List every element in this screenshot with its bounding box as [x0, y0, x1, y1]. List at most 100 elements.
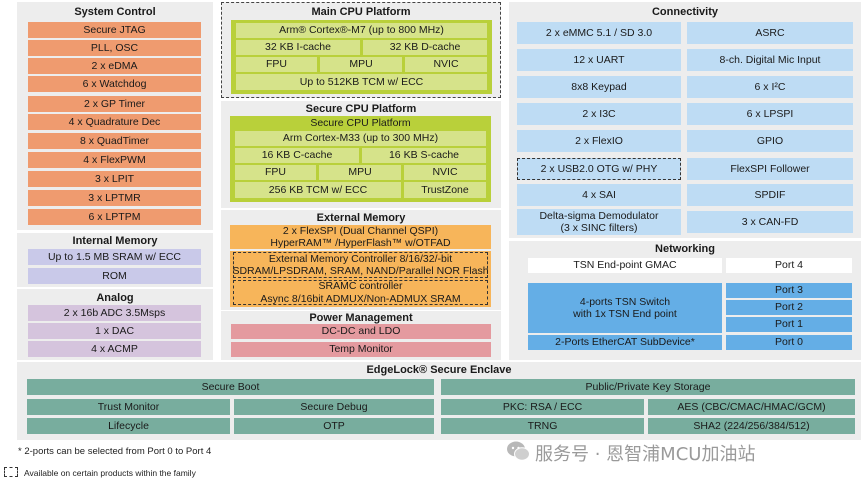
legend-note: Available on certain products within the…: [24, 468, 196, 478]
block-can-fd: 3 x CAN-FD: [687, 211, 853, 233]
secure-cpu-header: Secure CPU Platform: [310, 116, 411, 129]
block-i3c: 2 x I3C: [517, 103, 681, 125]
block-adc: 2 x 16b ADC 3.5Msps: [28, 305, 201, 321]
block-acmp: 4 x ACMP: [28, 341, 201, 357]
block-i2c: 6 x I²C: [687, 76, 853, 98]
analog-title: Analog: [96, 292, 134, 304]
block-gpio: GPIO: [687, 130, 853, 152]
block-trustzone: TrustZone: [404, 182, 486, 198]
block-lpit: 3 x LPIT: [28, 171, 201, 187]
power-management-title: Power Management: [309, 312, 413, 324]
sramc-line-1: SRAMC controller: [318, 280, 403, 293]
block-flexpwm: 4 x FlexPWM: [28, 152, 201, 168]
edgelock-panel: EdgeLock® Secure Enclave Secure Boot Pub…: [17, 362, 861, 440]
block-fpu-m33: FPU: [235, 165, 316, 180]
watermark: 服务号 · 恩智浦MCU加油站: [535, 444, 756, 465]
block-trust-monitor: Trust Monitor: [27, 399, 230, 415]
block-sram: Up to 1.5 MB SRAM w/ ECC: [28, 249, 201, 265]
block-icache: 32 KB I-cache: [236, 40, 360, 55]
emc-line-1: External Memory Controller 8/16/32/-bit: [268, 252, 453, 265]
networking-panel: Networking TSN End-point GMAC Port 4 4-p…: [509, 241, 861, 360]
block-usb-otg: 2 x USB2.0 OTG w/ PHY: [517, 158, 681, 180]
block-dac: 1 x DAC: [28, 323, 201, 339]
block-pll-osc: PLL, OSC: [28, 40, 201, 56]
tsn-switch-line-1: 4-ports TSN Switch: [579, 295, 671, 308]
block-cortex-m33: Arm Cortex-M33 (up to 300 MHz): [235, 131, 486, 146]
external-memory-panel: External Memory 2 x FlexSPI (Dual Channe…: [221, 210, 501, 310]
block-mpu-m33: MPU: [319, 165, 401, 180]
block-edma: 2 x eDMA: [28, 58, 201, 74]
block-dcache: 32 KB D-cache: [363, 40, 487, 55]
block-port-0: Port 0: [726, 335, 852, 350]
block-flexspi-follower: FlexSPI Follower: [687, 158, 853, 180]
networking-title: Networking: [655, 243, 715, 255]
block-port-1: Port 1: [726, 317, 852, 332]
dashed-box-legend-icon: [4, 467, 18, 477]
block-lptmr: 3 x LPTMR: [28, 190, 201, 206]
block-trng: TRNG: [441, 418, 644, 434]
block-temp-monitor: Temp Monitor: [231, 342, 491, 357]
block-delta-sigma: Delta-sigma Demodulator (3 x SINC filter…: [517, 209, 681, 235]
block-asrc: ASRC: [687, 22, 853, 44]
system-control-title: System Control: [74, 6, 156, 18]
delta-sigma-line-2: (3 x SINC filters): [560, 222, 638, 234]
internal-memory-panel: Internal Memory Up to 1.5 MB SRAM w/ ECC…: [17, 233, 213, 287]
wechat-icon: [506, 440, 530, 462]
connectivity-panel: Connectivity 2 x eMMC 5.1 / SD 3.0 12 x …: [509, 2, 861, 238]
block-uart: 12 x UART: [517, 49, 681, 71]
block-cortex-m7: Arm® Cortex®-M7 (up to 800 MHz): [236, 23, 487, 38]
analog-panel: Analog 2 x 16b ADC 3.5Msps 1 x DAC 4 x A…: [17, 289, 213, 360]
block-rom: ROM: [28, 268, 201, 284]
sramc-line-2: Async 8/16bit ADMUX/Non-ADMUX SRAM: [260, 292, 461, 305]
delta-sigma-line-1: Delta-sigma Demodulator: [539, 209, 659, 222]
block-sha2: SHA2 (224/256/384/512): [648, 418, 855, 434]
block-gp-timer: 2 x GP Timer: [28, 96, 201, 112]
connectivity-title: Connectivity: [651, 6, 718, 18]
block-nvic-m33: NVIC: [404, 165, 486, 180]
block-scache: 16 KB S-cache: [362, 148, 486, 163]
block-dcdc-ldo: DC-DC and LDO: [231, 324, 491, 339]
block-quadtimer: 8 x QuadTimer: [28, 133, 201, 149]
block-emmc-sd: 2 x eMMC 5.1 / SD 3.0: [517, 22, 681, 44]
block-key-storage: Public/Private Key Storage: [441, 379, 855, 395]
block-fpu-m7: FPU: [236, 57, 317, 72]
block-tcm-m7: Up to 512KB TCM w/ ECC: [236, 74, 487, 90]
internal-memory-title: Internal Memory: [72, 235, 158, 247]
power-management-panel: Power Management DC-DC and LDO Temp Moni…: [221, 311, 501, 360]
block-tsn-gmac: TSN End-point GMAC: [528, 258, 722, 273]
block-sai: 4 x SAI: [517, 184, 681, 206]
block-ethercat: 2-Ports EtherCAT SubDevice*: [528, 335, 722, 350]
block-secure-boot: Secure Boot: [27, 379, 434, 395]
block-keypad: 8x8 Keypad: [517, 76, 681, 98]
block-flexio: 2 x FlexIO: [517, 130, 681, 152]
block-digital-mic: 8-ch. Digital Mic Input: [687, 49, 853, 71]
secure-cpu-title: Secure CPU Platform: [305, 103, 417, 115]
block-ccache: 16 KB C-cache: [235, 148, 359, 163]
block-quadrature-dec: 4 x Quadrature Dec: [28, 114, 201, 130]
block-lptpm: 6 x LPTPM: [28, 209, 201, 225]
block-port-2: Port 2: [726, 300, 852, 315]
emc-line-2: SDRAM/LPSDRAM, SRAM, NAND/Parallel NOR F…: [232, 265, 489, 277]
block-watchdog: 6 x Watchdog: [28, 76, 201, 92]
block-port-3: Port 3: [726, 283, 852, 298]
block-tsn-switch: 4-ports TSN Switch with 1x TSN End point: [528, 283, 722, 333]
block-aes: AES (CBC/CMAC/HMAC/GCM): [648, 399, 855, 415]
block-secure-jtag: Secure JTAG: [28, 22, 201, 38]
tsn-switch-line-2: with 1x TSN End point: [573, 308, 677, 320]
block-lpspi: 6 x LPSPI: [687, 103, 853, 125]
block-mpu-m7: MPU: [320, 57, 402, 72]
block-secure-debug: Secure Debug: [234, 399, 434, 415]
block-spdif: SPDIF: [687, 184, 853, 206]
block-pkc: PKC: RSA / ECC: [441, 399, 644, 415]
block-sramc: SRAMC controller Async 8/16bit ADMUX/Non…: [233, 280, 488, 305]
block-port-4: Port 4: [726, 258, 852, 273]
main-cpu-title: Main CPU Platform: [311, 6, 411, 18]
block-tcm-m33: 256 KB TCM w/ ECC: [235, 182, 401, 198]
footnote: * 2-ports can be selected from Port 0 to…: [18, 446, 212, 457]
flexspi-line-2: HyperRAM™ /HyperFlash™ w/OTFAD: [270, 237, 451, 249]
block-emc: External Memory Controller 8/16/32/-bit …: [232, 252, 489, 278]
block-otp: OTP: [234, 418, 434, 434]
main-cpu-panel: Main CPU Platform Arm® Cortex®-M7 (up to…: [221, 2, 501, 98]
system-control-panel: System Control Secure JTAG PLL, OSC 2 x …: [17, 2, 213, 230]
block-lifecycle: Lifecycle: [27, 418, 230, 434]
